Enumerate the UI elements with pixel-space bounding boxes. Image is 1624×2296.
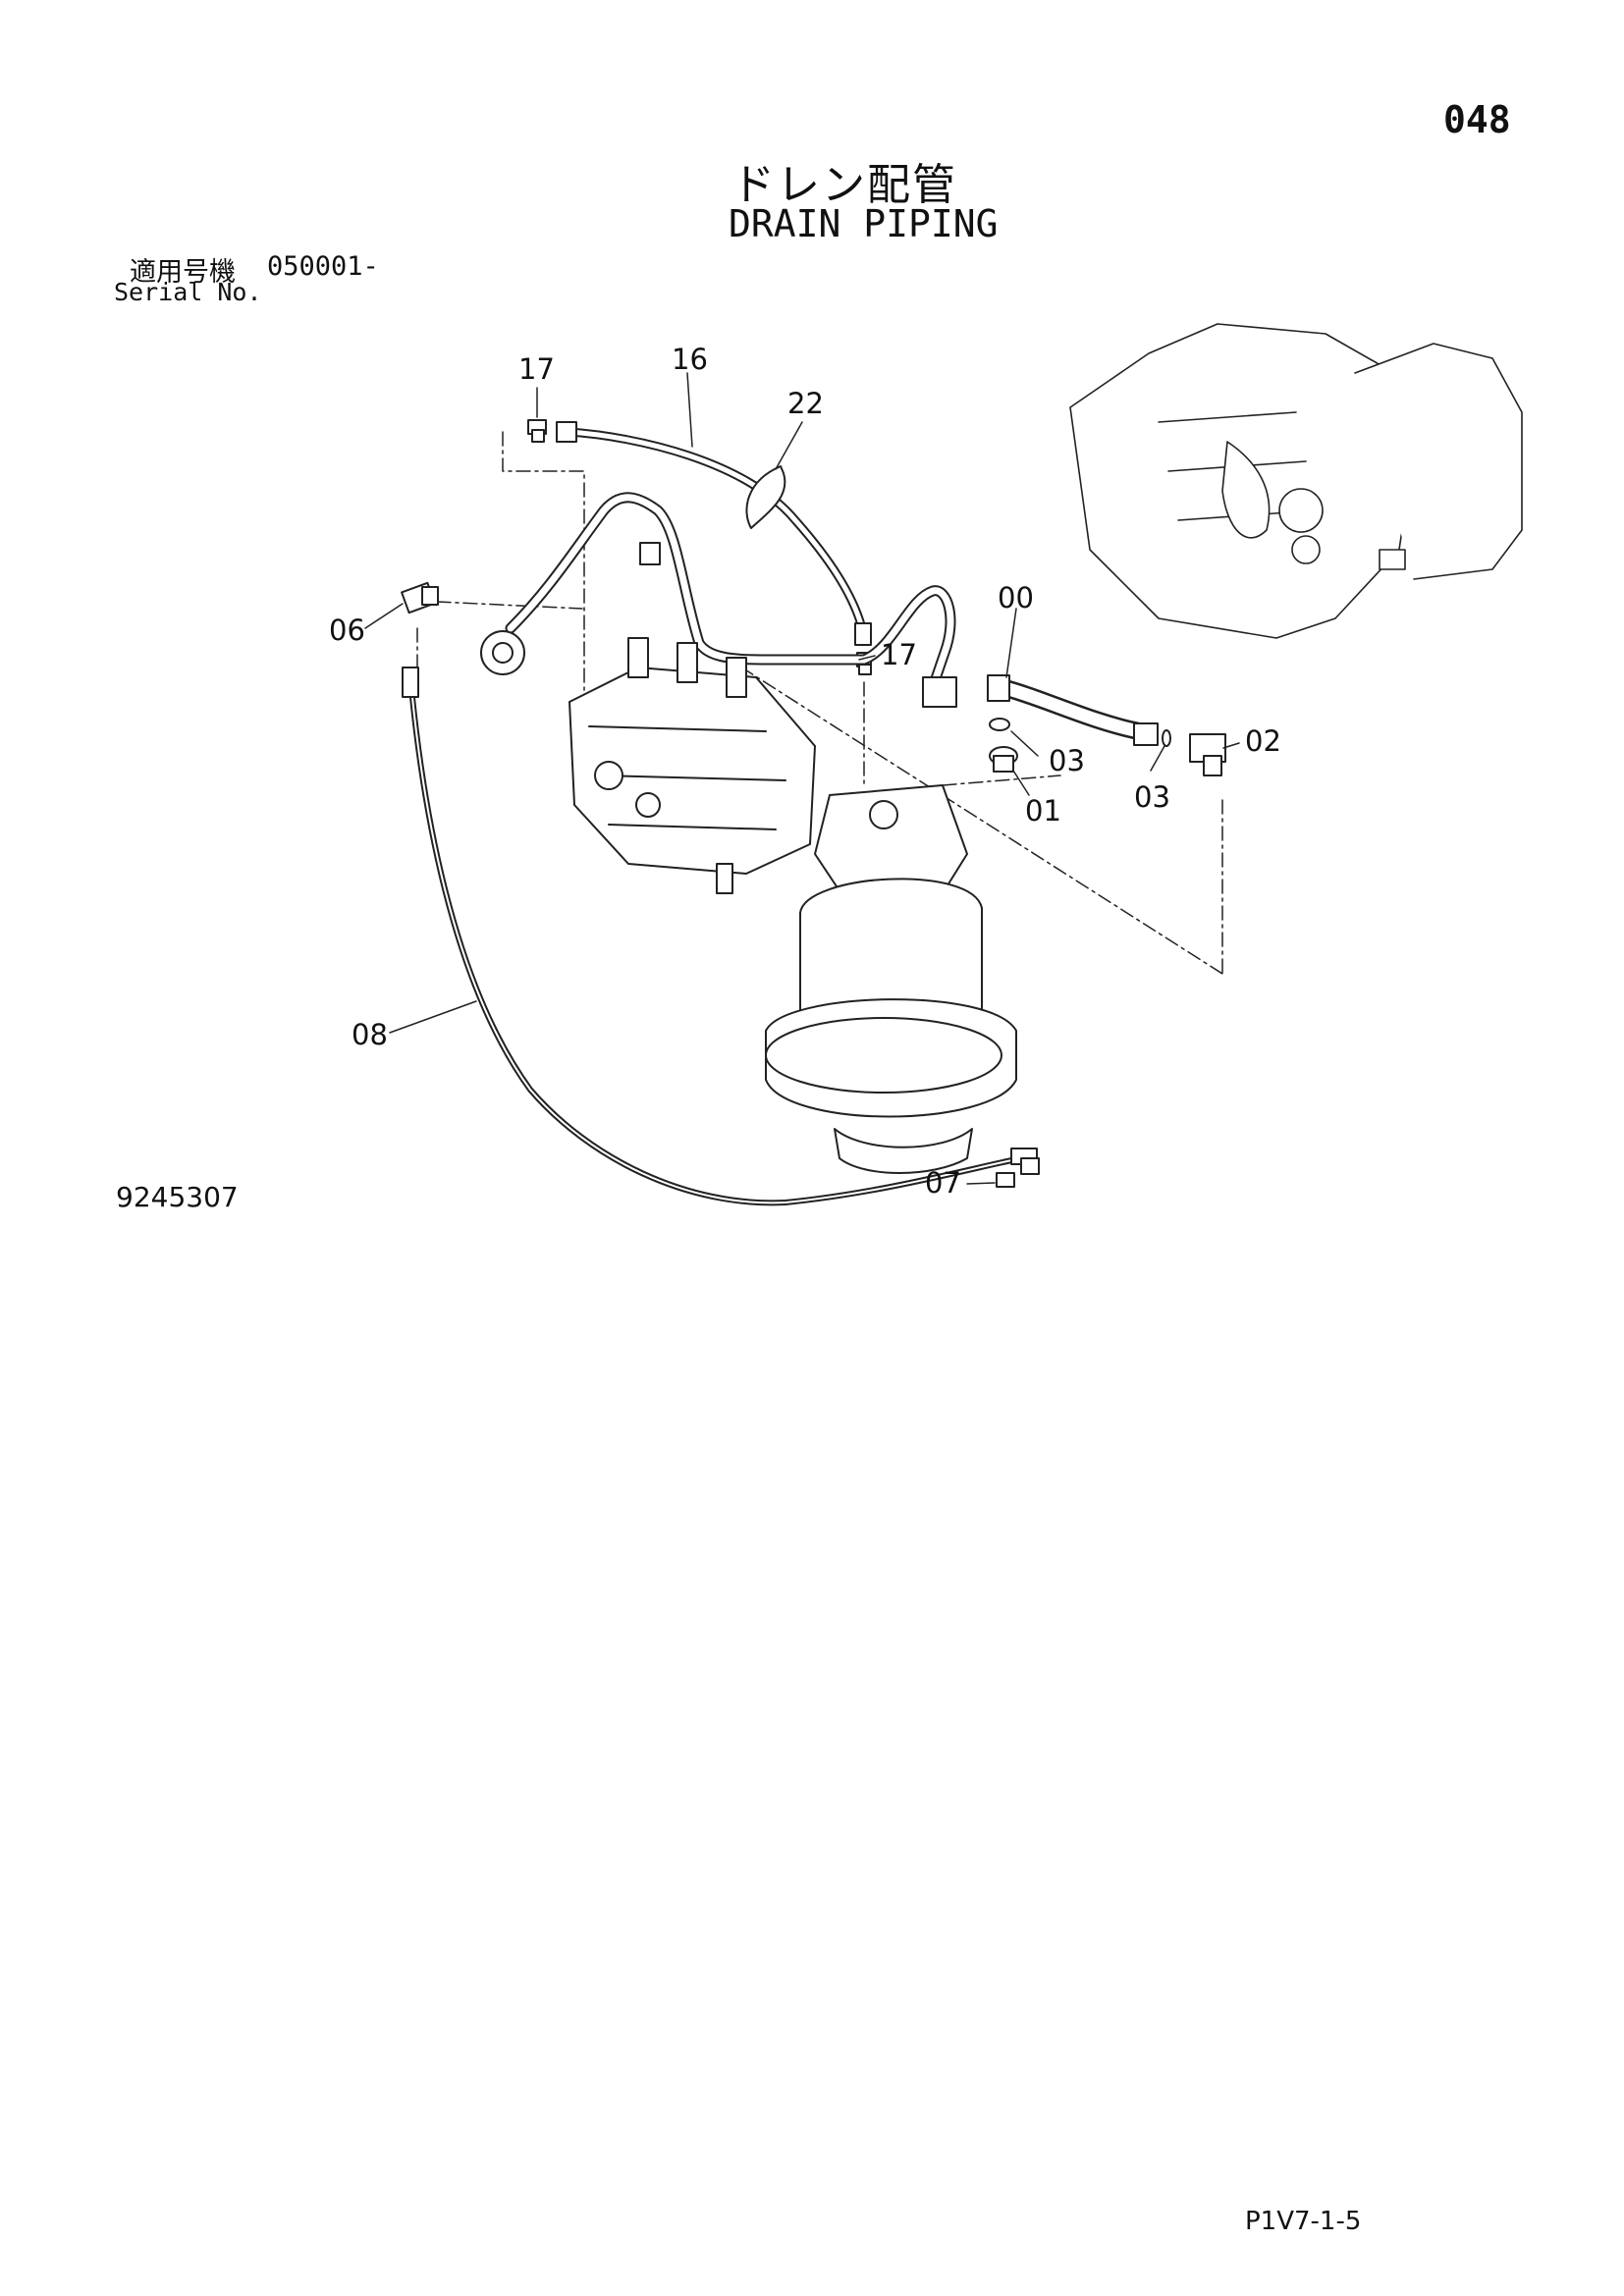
callout-17-top: 17 bbox=[518, 352, 555, 386]
serial-number: 050001- bbox=[267, 251, 379, 282]
leader-lines bbox=[364, 372, 1240, 1185]
o-ring-03-right bbox=[1162, 729, 1171, 747]
callout-00: 00 bbox=[998, 581, 1034, 614]
hose-16 bbox=[556, 421, 872, 646]
callout-17-mid: 17 bbox=[881, 638, 917, 671]
hose-08 bbox=[402, 667, 1038, 1206]
callout-labels: 17 16 22 06 17 00 03 02 01 03 08 07 bbox=[329, 343, 1281, 1200]
adapter-17-top bbox=[527, 419, 547, 443]
callout-06: 06 bbox=[329, 614, 365, 647]
o-ring-03-left bbox=[989, 718, 1010, 731]
callout-07: 07 bbox=[925, 1166, 961, 1200]
callout-22: 22 bbox=[787, 387, 824, 420]
callout-08: 08 bbox=[352, 1018, 388, 1051]
clamp-22 bbox=[745, 465, 786, 529]
callout-03-left: 03 bbox=[1049, 744, 1085, 777]
elbow-07 bbox=[996, 1157, 1040, 1188]
drain-pipe-bent bbox=[480, 492, 957, 708]
swing-motor bbox=[765, 784, 1017, 1174]
page-title-english: DRAIN PIPING bbox=[729, 202, 999, 245]
alignment-lines bbox=[416, 431, 1223, 975]
callout-02: 02 bbox=[1245, 724, 1281, 758]
serial-label-english: Serial No. bbox=[114, 278, 262, 306]
elbow-02 bbox=[1189, 733, 1226, 776]
control-valve bbox=[568, 637, 816, 894]
page-title-japanese: ドレン配管 bbox=[731, 160, 957, 210]
elbow-06 bbox=[401, 581, 439, 614]
page-number: 048 bbox=[1443, 98, 1511, 141]
page-code: P1V7-1-5 bbox=[1245, 2207, 1362, 2236]
inset-machine-view bbox=[1069, 323, 1523, 639]
callout-16: 16 bbox=[672, 343, 708, 376]
callout-01: 01 bbox=[1025, 794, 1061, 828]
hose-00 bbox=[987, 674, 1159, 746]
adapter-01 bbox=[989, 746, 1018, 773]
serial-label-japanese: 適用号機 bbox=[130, 257, 236, 288]
drawing-number: 9245307 bbox=[116, 1181, 239, 1213]
callout-03-right: 03 bbox=[1134, 780, 1170, 814]
